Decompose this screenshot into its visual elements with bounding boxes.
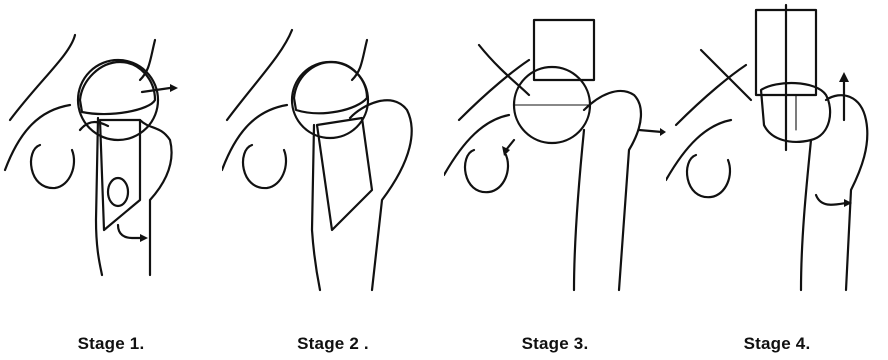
- stage-2-label: Stage 2 .: [222, 334, 444, 354]
- stage-2-panel: Stage 2 .: [222, 0, 444, 360]
- stage-3-panel: Stage 3.: [444, 0, 666, 360]
- stage-3-illustration: [444, 0, 666, 300]
- stage-2-illustration: [222, 0, 444, 300]
- stage-1-label: Stage 1.: [0, 334, 222, 354]
- stage-3-label: Stage 3.: [444, 334, 666, 354]
- stage-4-panel: Stage 4.: [666, 0, 888, 360]
- stage-4-illustration: [666, 0, 888, 300]
- stage-1-illustration: [0, 0, 222, 300]
- stage-4-label: Stage 4.: [666, 334, 888, 354]
- stage-1-panel: Stage 1.: [0, 0, 222, 360]
